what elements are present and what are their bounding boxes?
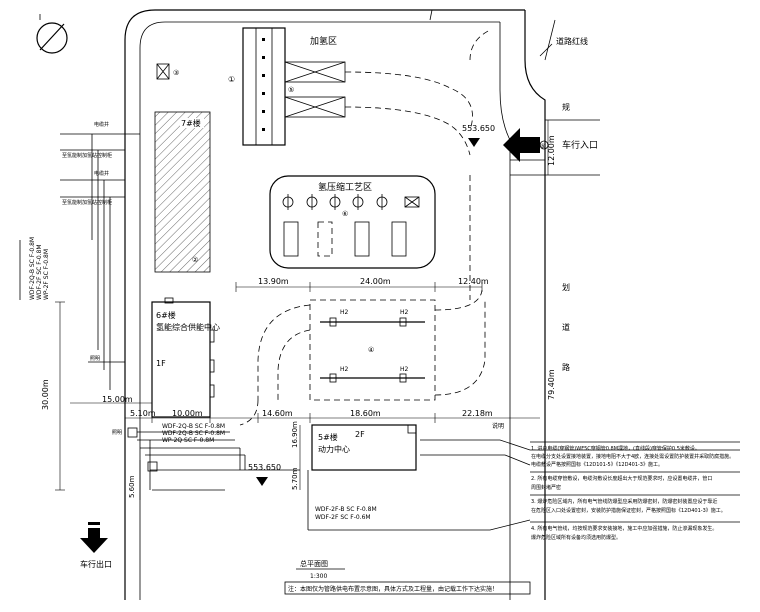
marker-2: ② [192, 256, 198, 264]
marker-1: ① [228, 75, 235, 84]
dim-5-10: 5.10m [130, 409, 156, 418]
dim-79-40: 79.40m [547, 369, 556, 400]
h2-label-a: H2 [340, 309, 349, 316]
vehicle-exit-arrow-icon [80, 522, 108, 553]
canopy-dots [262, 38, 265, 131]
dim-24-00: 24.00m [360, 277, 391, 286]
building-5 [311, 424, 417, 471]
note-line-1: 1. 进户电缆(穿钢管)WF5C穿钢管0.8M埋地，(直线段)穿管保护0.5米敷… [531, 445, 700, 452]
elevation-marker-1-icon [468, 138, 480, 147]
small-box-3 [156, 63, 170, 80]
dim-5-70: 5.70m [291, 467, 299, 490]
dim-15-00: 15.00m [102, 395, 133, 404]
hydrogen-process-zone [269, 175, 436, 269]
elevation-label-2: 553.650 [248, 463, 281, 472]
refuel-zone-label: 加氢区 [310, 35, 337, 47]
cable-label-2: 电缆井 [94, 170, 109, 177]
road-right-char-d: 路 [562, 362, 570, 372]
building-6-floor: 1F [156, 359, 166, 368]
note-line-6: 3. 爆炸危险区域内，所有电气管线防爆型应采用防爆密封，防爆密封装置应设于靠近 [531, 498, 717, 505]
dispenser-2-icon [284, 96, 346, 118]
mid-stack-2: WDF-2Q-B SC F-0.8M [162, 430, 225, 437]
building-6 [151, 301, 211, 418]
left-stack-1: WDF-2Q-B SC F-0.8M [29, 237, 36, 300]
vehicle-entry-label: 车行入口 [562, 139, 598, 151]
h2-label-d: H2 [400, 366, 409, 373]
dim-10-00: 10.00m [172, 409, 203, 418]
note-line-8: 4. 所有电气管线，均按规范要求安装接地，施工中应加强措施，防止渗漏现象发生。 [531, 525, 717, 532]
road-right-char-b: 划 [562, 282, 570, 292]
elevation-label-1: 553.650 [462, 124, 495, 133]
storage-tanks [320, 317, 425, 383]
cable-label-3: 照明 [90, 356, 100, 362]
building-6-name: 氢能综合供能中心 [156, 322, 220, 332]
h2-label-b: H2 [400, 309, 409, 316]
north-arrow-icon [36, 14, 68, 54]
road-right-char-c: 道 [562, 322, 570, 332]
plan-note: 注：本图仅为管路供电布置示意图，具体方式及工程量，由记载工作下达实施！ [288, 585, 498, 593]
vehicle-entry-arrow-icon [503, 128, 540, 162]
vehicle-exit-label: 车行出口 [80, 559, 112, 569]
callout-label: 说明 [492, 422, 504, 430]
plan-title: 总平面图 [300, 559, 328, 568]
note-line-4: 2. 所有电缆穿管敷设，电缆沟敷设长度超出大于规范要求时，应设置电缆井，管口 [531, 475, 712, 482]
cable-bottom-label: 照明 [112, 430, 122, 436]
marker-4: ④ [368, 346, 374, 354]
note-line-5: 周围封堵严密 [531, 484, 561, 491]
building-5-name: 动力中心 [318, 444, 350, 454]
h2-label-c: H2 [340, 366, 349, 373]
storage-zone-4 [309, 299, 436, 401]
notes-block: 1. 进户电缆(穿钢管)WF5C穿钢管0.8M埋地，(直线段)穿管保护0.5米敷… [530, 441, 740, 541]
dim-16-90: 16.90m [291, 421, 299, 448]
building-7-label: 7#楼 [181, 118, 201, 128]
road-inner-edge [139, 21, 500, 600]
building-7 [154, 111, 211, 273]
road-right-outer [524, 10, 546, 600]
mid-stack-3: WP-2Q SC F-0.8M [162, 437, 214, 444]
bottom-stack-2: WDF-2F SC F-0.6M [315, 514, 371, 521]
building-6-label: 6#楼 [156, 310, 176, 320]
dim-22-18: 22.18m [462, 409, 493, 418]
process-equipment [282, 194, 420, 257]
dim-12-40: 12.40m [458, 277, 489, 286]
road-right-inner [499, 22, 511, 600]
mid-stack-1: WDF-2Q-B SC F-0.8M [162, 423, 225, 430]
dim-5-60: 5.60m [128, 475, 136, 498]
building-5-label: 5#楼 [318, 432, 338, 442]
hydrogen-process-label: 氢压缩工艺区 [318, 181, 372, 193]
marker-5: ⑤ [288, 86, 294, 94]
canopy-structure [242, 27, 286, 146]
dim-13-90: 13.90m [258, 277, 289, 286]
building-5-floor: 2F [355, 430, 365, 439]
marker-3: ③ [173, 69, 179, 77]
note-line-2: 在电缆分支处设置接地装置，接地电阻不大于4欧，连接处需设置防护装置并采取防腐措施… [531, 453, 734, 460]
marker-6: ⑥ [342, 210, 348, 218]
note-line-3: 电缆敷设严格按照国标《12D101-5》《12D401-3》施工。 [531, 461, 663, 468]
cable-label-1: 电缆井 [94, 121, 109, 128]
road-edge-label: 道路红线 [556, 36, 588, 46]
note-line-7: 在危险区入口处设置密封，安装防护措施保证密封，严格按照国标《12D401-3》施… [531, 507, 726, 514]
left-stack-2: WDF-2F SC F-0.8M [36, 244, 43, 300]
bottom-stack-1: WDF-2F-B SC F-0.8M [315, 506, 377, 513]
dim-14-60: 14.60m [262, 409, 293, 418]
dispenser-1-icon [284, 61, 346, 83]
dim-18-60: 18.60m [350, 409, 381, 418]
elevation-marker-2-icon [256, 477, 268, 486]
cable-left-label-2: 至氢能制加氢站控制柜 [62, 199, 112, 206]
plan-note-box [284, 581, 531, 595]
note-line-9: 爆炸危险区域所有设备均须选用防爆型。 [531, 534, 621, 541]
dim-12-00: 12.00m [547, 135, 556, 166]
dim-30-00: 30.00m [41, 379, 50, 410]
road-right-char-a: 规 [562, 102, 570, 112]
left-stack-3: WP-2F SC F-0.8M [43, 249, 50, 300]
marker-8: ⑧ [540, 143, 545, 150]
plan-scale: 1:300 [310, 573, 327, 580]
cable-left-label-1: 至氢能制加氢站控制柜 [62, 152, 112, 159]
road-outer-edge [124, 9, 525, 600]
